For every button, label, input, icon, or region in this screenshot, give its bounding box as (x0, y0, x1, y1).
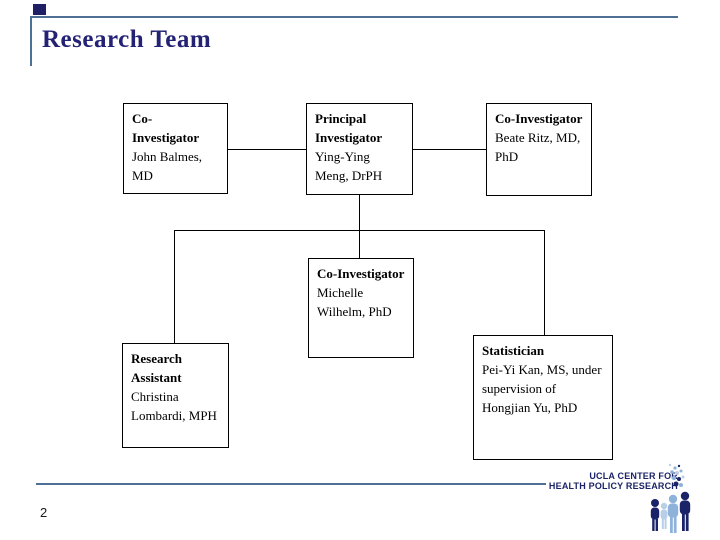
org-box-co-investigator-wilhelm: Co-Investigator Michelle Wilhelm, PhD (308, 258, 414, 358)
person-name: Ying-Ying Meng, DrPH (315, 148, 383, 183)
left-border-line (30, 16, 32, 66)
logo-line1: UCLA CENTER FOR (589, 471, 678, 481)
person-name: Michelle Wilhelm, PhD (317, 284, 392, 319)
page-number: 2 (40, 505, 48, 520)
org-box-statistician: Statistician Pei-Yi Kan, MS, under super… (473, 335, 613, 460)
person-name: Beate Ritz, MD, PhD (495, 129, 581, 164)
connector-pi-ritz (412, 149, 487, 150)
connector-balmes-pi (227, 149, 307, 150)
org-box-co-investigator-ritz: Co-Investigator Beate Ritz, MD, PhD (486, 103, 592, 196)
bottom-border-line (36, 483, 546, 485)
connector-drop-assistant (174, 230, 175, 344)
person-name: John Balmes, MD (132, 148, 203, 183)
logo-line2: HEALTH POLICY RESEARCH (548, 481, 678, 491)
role-label: Co-Investigator (317, 266, 405, 281)
connector-drop-statistician (544, 230, 545, 336)
slide-title: Research Team (42, 26, 212, 53)
org-box-principal-investigator: Principal Investigator Ying-Ying Meng, D… (306, 103, 413, 195)
accent-square (33, 4, 46, 15)
ucla-chpr-logo-text: UCLA CENTER FOR HEALTH POLICY RESEARCH (500, 471, 678, 491)
org-box-co-investigator-balmes: Co-Investigator John Balmes, MD (123, 103, 228, 194)
top-border-line (30, 16, 678, 18)
role-label: Research Assistant (131, 351, 183, 385)
role-label: Co-Investigator (132, 111, 200, 145)
connector-drop-wilhelm (359, 230, 360, 259)
org-box-research-assistant: Research Assistant Christina Lombardi, M… (122, 343, 229, 448)
role-label: Statistician (482, 343, 545, 358)
connector-pi-drop (359, 194, 360, 231)
people-figures-icon (650, 463, 691, 533)
role-label: Co-Investigator (495, 111, 583, 126)
person-name: Christina Lombardi, MPH (131, 388, 217, 423)
person-name: Pei-Yi Kan, MS, under supervision of Hon… (482, 361, 602, 415)
role-label: Principal Investigator (315, 111, 383, 145)
